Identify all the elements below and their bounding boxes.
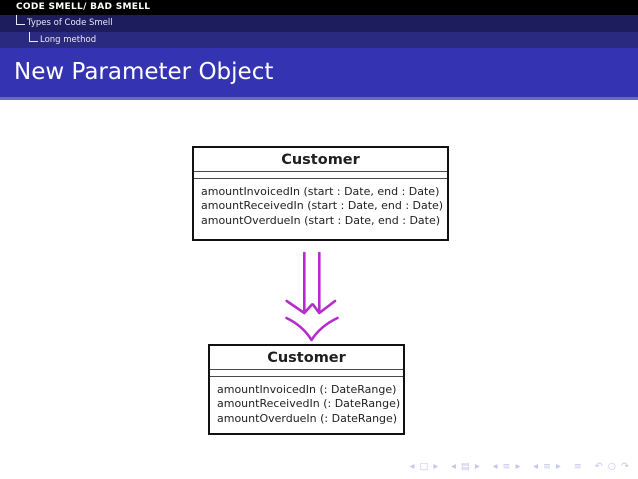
nav-slide-controls[interactable]: ◂ □ ▸	[409, 461, 440, 472]
uml-class-before: Customer amountInvoicedIn (start : Date,…	[192, 146, 449, 241]
method-row: amountReceivedIn (: DateRange)	[217, 397, 401, 411]
attributes-compartment	[210, 370, 403, 377]
subsection-title: Types of Code Smell	[27, 18, 113, 28]
nav-section-controls[interactable]: ◂ ≡ ▸	[533, 461, 562, 472]
nav-subsection-controls[interactable]: ◂ ≡ ▸	[492, 461, 522, 472]
refactor-arrow-icon	[285, 251, 339, 342]
methods-compartment: amountInvoicedIn (start : Date, end : Da…	[194, 179, 447, 234]
subsection-header-bar: Types of Code Smell	[0, 15, 638, 32]
method-row: amountOverdueIn (: DateRange)	[217, 411, 398, 425]
slide-title: New Parameter Object	[14, 59, 274, 85]
slide-title-bar: New Parameter Object	[0, 48, 638, 97]
nav-appendix-icon[interactable]: ≡	[573, 461, 583, 472]
section-header-bar: CODE SMELL/ BAD SMELL	[0, 0, 638, 15]
method-row: amountOverdueIn (start : Date, end : Dat…	[201, 213, 441, 227]
tree-branch-icon	[16, 15, 25, 25]
attributes-compartment	[194, 172, 447, 179]
class-name: Customer	[210, 346, 403, 370]
nav-frame-controls[interactable]: ◂ ▤ ▸	[451, 461, 481, 472]
title-underline	[0, 97, 638, 100]
method-row: amountReceivedIn (start : Date, end : Da…	[201, 199, 444, 213]
tree-branch-icon	[29, 32, 38, 42]
uml-class-after: Customer amountInvoicedIn (: DateRange) …	[208, 344, 405, 435]
subsubsection-header-bar: Long method	[0, 32, 638, 48]
class-name: Customer	[194, 148, 447, 172]
methods-compartment: amountInvoicedIn (: DateRange) amountRec…	[210, 377, 403, 432]
section-title: CODE SMELL/ BAD SMELL	[16, 2, 151, 12]
navigation-symbols: ◂ □ ▸ ◂ ▤ ▸ ◂ ≡ ▸ ◂ ≡ ▸ ≡ ↶ ○ ↷	[410, 461, 630, 473]
nav-history-controls[interactable]: ↶ ○ ↷	[594, 461, 630, 472]
method-row: amountInvoicedIn (start : Date, end : Da…	[201, 185, 440, 198]
subsubsection-title: Long method	[40, 35, 97, 45]
method-row: amountInvoicedIn (: DateRange)	[217, 383, 397, 396]
